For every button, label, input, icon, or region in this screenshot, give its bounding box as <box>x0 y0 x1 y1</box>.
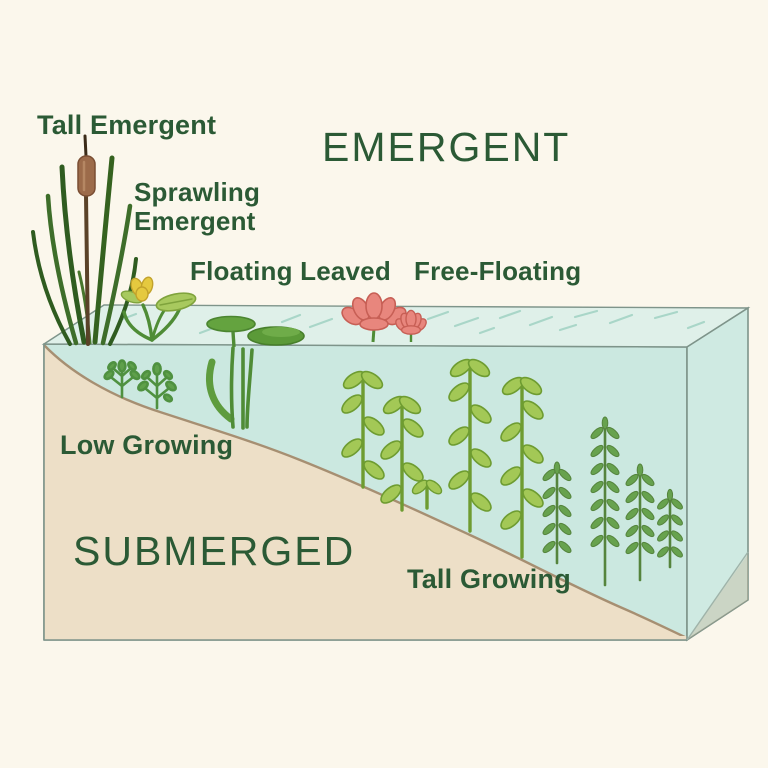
zone-title-emergent: EMERGENT <box>322 124 571 170</box>
sprawling-emergent-plant <box>120 276 197 342</box>
narrowleaf-plant <box>625 463 655 582</box>
sediment-slope <box>43 344 688 641</box>
tall-growing-broadleaf-plants <box>341 358 544 559</box>
label-sprawling-emergent: Sprawling Emergent <box>134 177 261 237</box>
broadleaf-plant <box>380 395 424 512</box>
lotus-flower-small <box>395 309 427 342</box>
label-tall-emergent: Tall Emergent <box>37 110 217 140</box>
lily-pads <box>206 315 305 348</box>
low-growing-plants <box>103 359 177 410</box>
zone-title-submerged: SUBMERGED <box>73 528 356 574</box>
label-floating-leaved: Floating Leaved <box>190 256 391 286</box>
water-side-face <box>686 306 749 642</box>
broadleaf-plant <box>500 376 544 559</box>
lotus-flower-large <box>341 292 407 343</box>
narrowleaf-plant <box>542 461 572 565</box>
label-free-floating: Free-Floating <box>414 256 582 286</box>
lotus-flowers <box>341 292 427 343</box>
lily-pad-stems <box>206 346 254 430</box>
low-growing-sprig <box>103 359 141 399</box>
label-tall-growing: Tall Growing <box>407 564 571 594</box>
yellow-flower <box>130 276 154 302</box>
broadleaf-plant <box>448 358 492 533</box>
broadleaf-sprout <box>411 479 443 510</box>
tall-growing-narrowleaf-plants <box>542 416 683 587</box>
low-growing-sprig <box>137 362 177 410</box>
label-low-growing: Low Growing <box>60 430 234 460</box>
broadleaf-plant <box>341 370 385 489</box>
narrowleaf-plant <box>657 488 683 569</box>
narrowleaf-plant <box>590 416 620 587</box>
